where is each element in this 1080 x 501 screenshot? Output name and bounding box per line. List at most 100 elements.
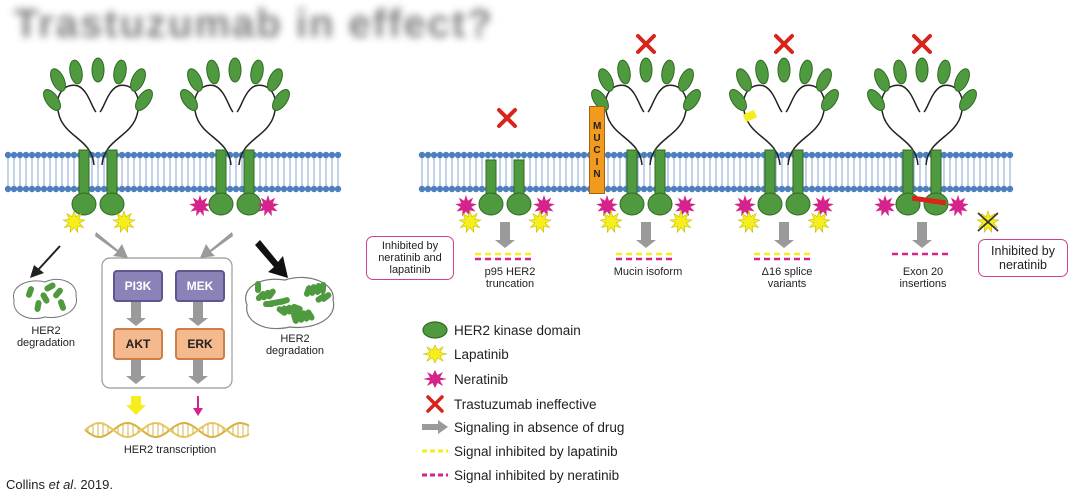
receptor-lobe — [43, 89, 61, 111]
kinase-domain — [506, 192, 532, 216]
right-membrane — [418, 151, 1014, 193]
receptor-outline — [604, 84, 645, 166]
gray-arrow — [95, 232, 128, 258]
mucin-bar: MUCIN — [589, 106, 605, 194]
receptor-lobe — [267, 68, 283, 92]
receptor-outline — [236, 84, 277, 166]
pi3k-box: PI3K — [113, 270, 163, 302]
neratinib-star — [257, 195, 279, 217]
variant-label-delta16: Δ16 splice variants — [761, 266, 813, 290]
legend-text: Signaling in absence of drug — [454, 419, 625, 435]
receptor-lobe — [678, 68, 694, 92]
neratinib-star — [674, 195, 696, 217]
neratinib-star — [874, 195, 896, 217]
degraded-fragment — [57, 299, 67, 311]
blurred-title: Trastuzumab in effect? — [14, 2, 494, 46]
legend-text: Trastuzumab ineffective — [454, 396, 597, 412]
black-arrow — [37, 245, 61, 271]
neratinib-star — [947, 195, 969, 217]
kinase-domain — [236, 192, 262, 216]
receptor-lobe — [799, 59, 813, 85]
inhibition-dashes — [754, 252, 814, 261]
receptor-lobe — [206, 59, 220, 85]
inhibited-both-box: Inhibited by neratinib and lapatinib — [366, 236, 454, 280]
receptor-outline — [647, 84, 688, 166]
receptor-outline — [193, 84, 234, 166]
variant-label-p95: p95 HER2 truncation — [484, 266, 536, 290]
neratinib-star — [596, 195, 618, 217]
receptor-lobe — [954, 68, 970, 92]
receptor-lobe — [821, 89, 839, 111]
legend-signaling: Signaling in absence of drug — [420, 417, 624, 437]
receptor-lobe — [91, 57, 105, 83]
legend-neratinib: Neratinib — [420, 369, 508, 389]
pathway-container — [101, 257, 233, 389]
receptor-lobe — [777, 57, 791, 83]
neratinib-star — [734, 195, 756, 217]
mucin-label: MUCIN — [593, 121, 602, 180]
degraded-fragment — [286, 304, 298, 314]
receptor-lobe — [272, 89, 290, 111]
legend-kinase: HER2 kinase domain — [420, 320, 581, 340]
trastuzumab-x-icon — [912, 34, 932, 54]
lapatinib-star — [528, 210, 552, 234]
degraded-fragment — [44, 282, 56, 292]
receptor-outline — [56, 84, 97, 166]
receptor-lobe — [130, 68, 146, 92]
exon20-insertion-bar — [911, 195, 947, 206]
receptor-lobe — [867, 89, 885, 111]
receptor-left-2 — [180, 57, 290, 216]
lapatinib-star — [669, 210, 693, 234]
kinase-domain — [208, 192, 234, 216]
receptor-lobe — [937, 59, 951, 85]
kinase-domain — [71, 192, 97, 216]
yellow-arrow — [126, 396, 146, 415]
legend-lapatinib-dash: Signal inhibited by lapatinib — [420, 441, 618, 461]
dna-helix — [84, 421, 250, 439]
receptor-outline — [923, 84, 964, 166]
citation-authors: Collins — [6, 477, 49, 492]
lapatinib-star — [62, 210, 86, 234]
degraded-fragment — [255, 290, 267, 302]
lapatinib-star — [737, 210, 761, 234]
gray-arrow — [188, 358, 208, 384]
mek-box: MEK — [175, 270, 225, 302]
neratinib-star — [455, 195, 477, 217]
receptor-lobe — [598, 68, 614, 92]
receptor-lobe — [187, 68, 203, 92]
legend-trastuzumab: Trastuzumab ineffective — [420, 394, 597, 414]
magenta-star-icon — [420, 369, 450, 389]
receptor-outline — [785, 84, 826, 166]
receptor-lobe — [69, 59, 83, 85]
green-ellipse-icon — [420, 320, 450, 340]
degraded-fragment — [34, 300, 42, 312]
variant-label-mucin: Mucin isoform — [613, 266, 683, 278]
receptor-outline — [742, 84, 783, 166]
gray-arrow-icon — [420, 417, 450, 437]
legend-text: HER2 kinase domain — [454, 322, 581, 338]
degradation-left-label: HER2 degradation — [16, 325, 76, 349]
citation-year: . 2019. — [73, 477, 113, 492]
dna-strand — [84, 421, 250, 439]
kinase-domain — [478, 192, 504, 216]
inhibition-dashes — [475, 252, 535, 261]
receptor-lobe — [228, 57, 242, 83]
akt-box: AKT — [113, 328, 163, 360]
receptor-lobe — [874, 68, 890, 92]
citation: Collins et al. 2019. — [6, 478, 113, 492]
receptor-lobe — [915, 57, 929, 83]
legend-neratinib-dash: Signal inhibited by neratinib — [420, 465, 619, 485]
degraded-fragment — [266, 288, 276, 300]
black-arrowhead — [30, 265, 44, 278]
delta16-patch — [742, 109, 758, 123]
receptor-lobe — [736, 68, 752, 92]
degraded-fragment — [291, 312, 299, 324]
receptor-outline — [880, 84, 921, 166]
neratinib-star — [533, 195, 555, 217]
degraded-fragment — [281, 305, 293, 315]
variant-label-exon20: Exon 20 insertions — [899, 266, 947, 290]
kinase-domain — [99, 192, 125, 216]
black-arrow-large — [255, 240, 288, 278]
lapatinib-star — [112, 210, 136, 234]
